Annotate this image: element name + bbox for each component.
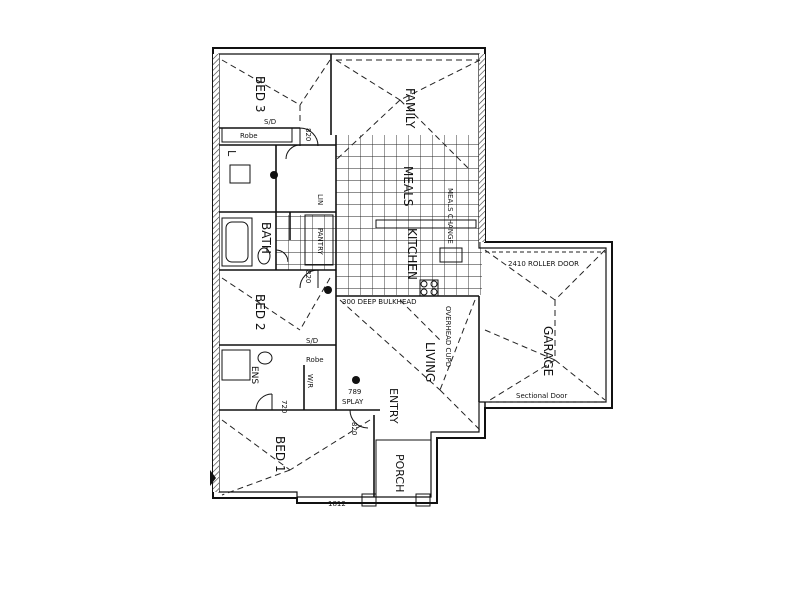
room-label-family: FAMILY [403, 88, 417, 129]
note-sd-bed2: S/D [306, 337, 318, 345]
note-overhead-cupd: OVERHEAD CUPD [444, 306, 452, 367]
kitchen-bench [375, 219, 477, 229]
note-bulkhead: 300 DEEP BULKHEAD [342, 298, 417, 306]
ensuite-shower [221, 349, 251, 381]
room-label-garage: GARAGE [541, 326, 555, 376]
porch-step-right [415, 493, 431, 507]
note-dim-1812: 1812 [328, 500, 346, 508]
room-label-kitchen: KITCHEN [405, 228, 419, 280]
room-label-bed1: BED 1 [273, 436, 287, 473]
note-sd-bed3: S/D [264, 118, 276, 126]
kitchen-sink [439, 247, 463, 263]
note-dim-820a: 820 [304, 128, 312, 141]
note-dim-820c: 820 [350, 422, 358, 435]
smoke-detectors [270, 171, 360, 384]
fixtures [221, 127, 477, 381]
marker-arrow-icon [210, 470, 216, 486]
wall-hatch-left [213, 54, 219, 492]
room-label-bed3: BED 3 [253, 76, 267, 113]
roof-hip-lines [221, 59, 606, 496]
laundry-tub [229, 164, 251, 184]
note-roller-door: 2410 ROLLER DOOR [508, 260, 579, 268]
bath-tub [221, 217, 253, 267]
note-dim-789: 789 [348, 388, 361, 396]
note-splay: SPLAY [342, 398, 364, 406]
tiled-floor-bath [276, 215, 336, 270]
room-label-ens: ENS [249, 366, 259, 384]
door-swings [255, 127, 369, 429]
room-label-l: L [225, 150, 238, 157]
note-robe-bed2: Robe [306, 356, 324, 364]
room-label-bed2: BED 2 [253, 294, 267, 331]
room-label-pantry: PANTRY [316, 228, 324, 255]
note-sectional-door: Sectional Door [516, 392, 567, 400]
note-dim-720: 720 [280, 400, 288, 413]
tiled-floor-meals-kitchen [336, 135, 482, 295]
wall-hatch-right [479, 54, 485, 242]
robe-bed3 [221, 127, 293, 143]
pantry-box [304, 214, 334, 266]
room-label-lin: LIN [316, 194, 324, 205]
note-dim-820b: 820 [304, 270, 312, 283]
porch-outline [375, 439, 432, 498]
room-label-porch: PORCH [393, 454, 406, 492]
ensuite-basin [257, 351, 273, 365]
note-meals-change: MEALS CHANGE [446, 188, 454, 244]
room-label-meals: MEALS [401, 166, 415, 206]
room-label-entry: ENTRY [387, 388, 400, 424]
garage-door-lines [485, 251, 606, 403]
cooktop [419, 279, 439, 297]
basin-bath [257, 247, 271, 265]
note-wir: W/R [306, 374, 314, 388]
room-label-living: LIVING [423, 342, 437, 382]
porch-step [361, 493, 377, 507]
note-robe-bed3: Robe [240, 132, 258, 140]
room-label-bath: BATH [259, 222, 273, 254]
